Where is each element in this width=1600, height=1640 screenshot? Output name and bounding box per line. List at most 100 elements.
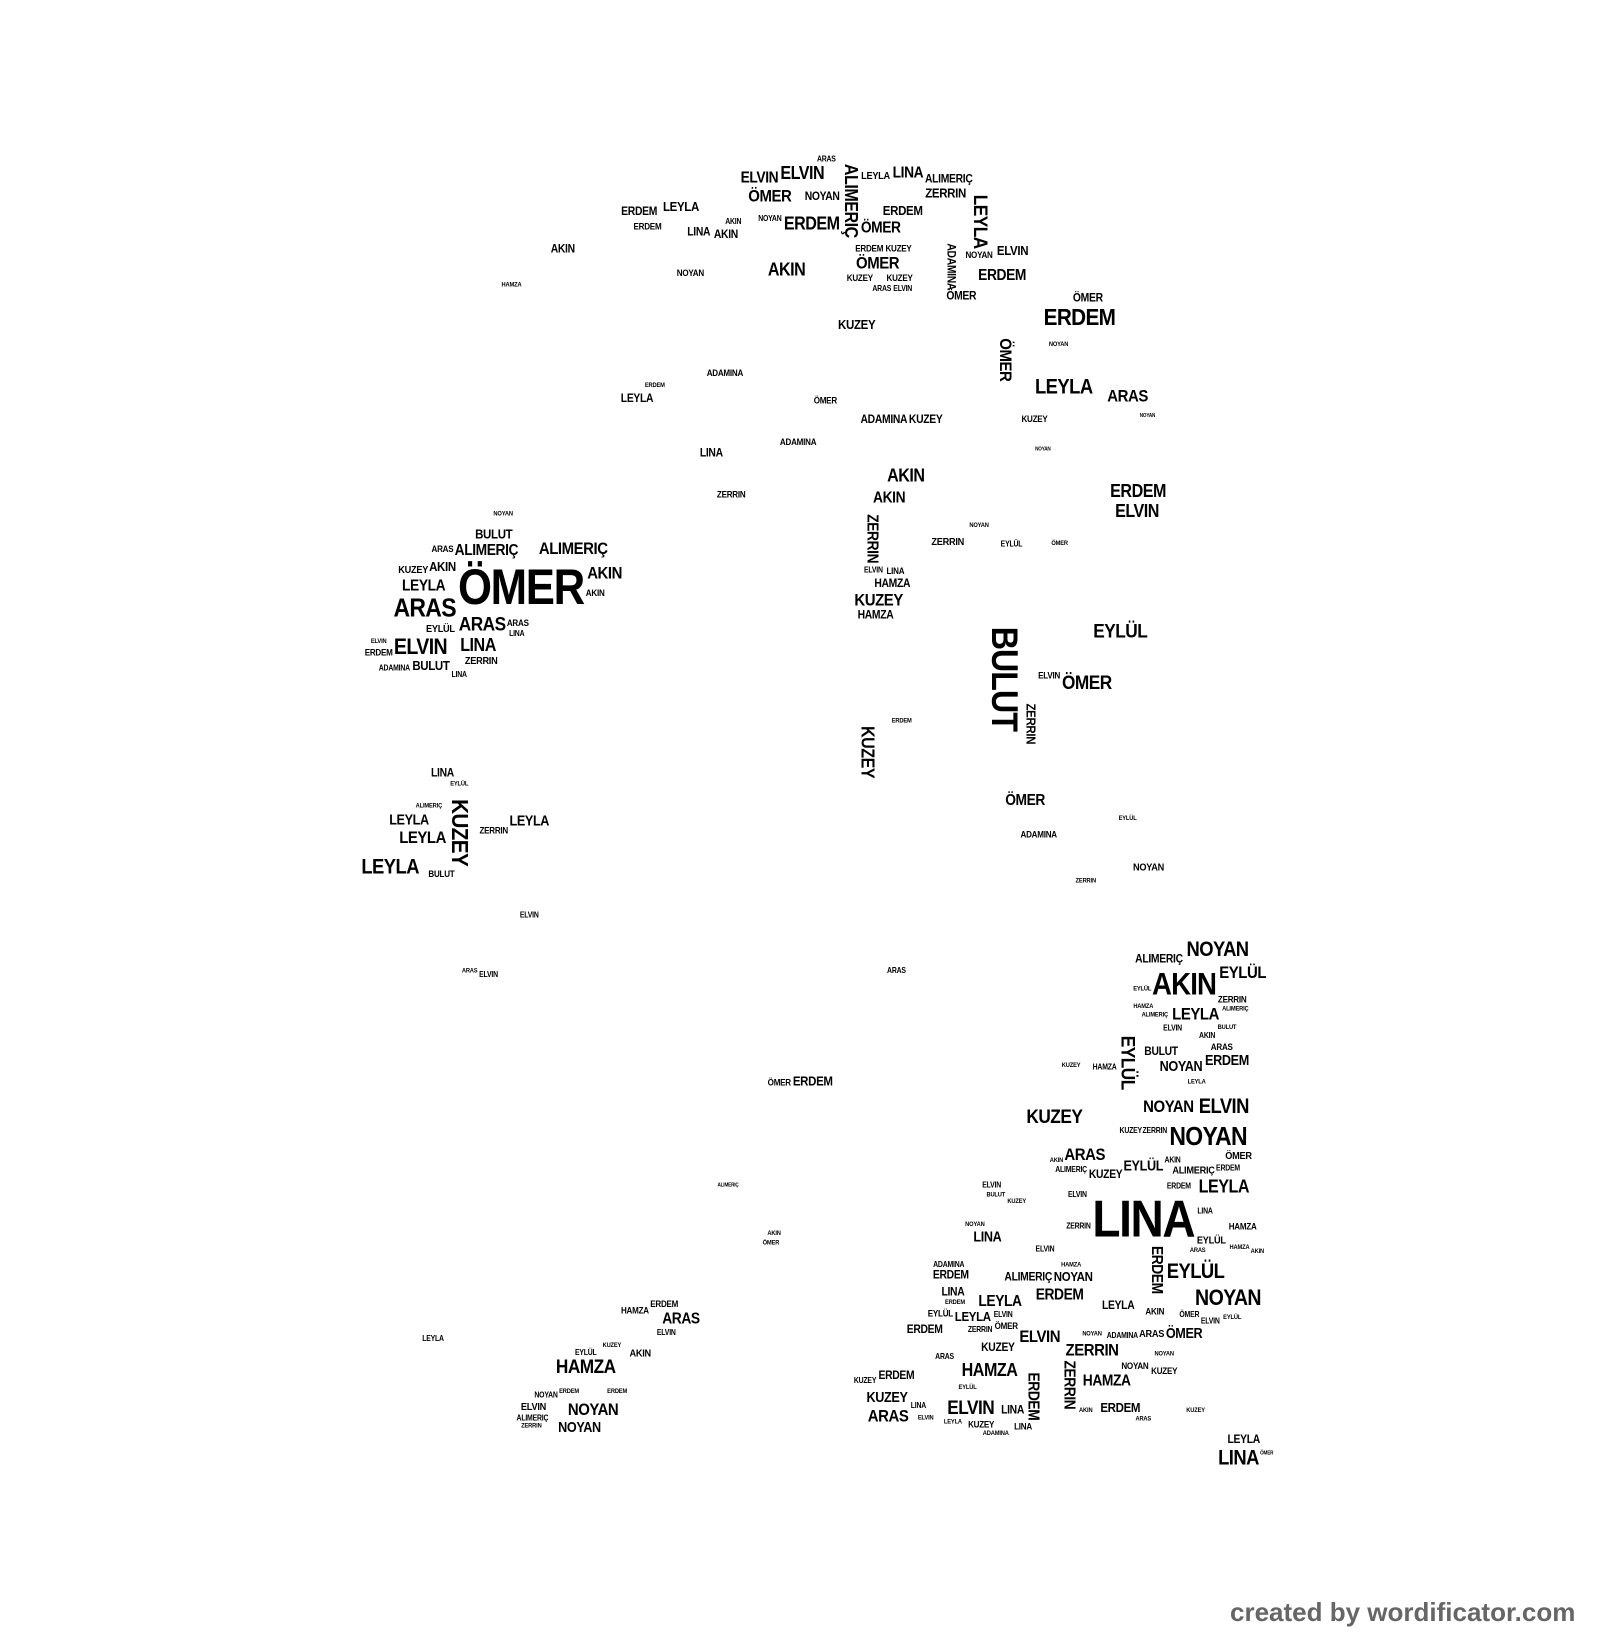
cloud-word: LEYLA: [1227, 1433, 1260, 1447]
cloud-word: HAMZA: [874, 577, 911, 591]
cloud-word: NOYAN: [534, 1390, 558, 1400]
cloud-word: NOYAN: [1159, 1058, 1203, 1075]
cloud-word: BULUT: [475, 526, 513, 542]
cloud-word: ERDEM: [932, 1269, 969, 1282]
cloud-word: LINA: [699, 447, 723, 460]
cloud-word: ZERRIN: [1023, 703, 1038, 745]
cloud-word: AKIN: [873, 489, 906, 507]
cloud-word: ZERRIN: [1065, 1340, 1119, 1360]
cloud-word: LEYLA: [361, 855, 419, 879]
cloud-word: LEYLA: [1034, 375, 1093, 399]
cloud-word: KUZEY: [1021, 413, 1048, 425]
cloud-word: LEYLA: [399, 828, 447, 847]
cloud-word: EYLÜL: [1218, 963, 1266, 982]
cloud-word: ELVIN: [1163, 1023, 1182, 1033]
cloud-word: ÖMER: [995, 1320, 1019, 1332]
cloud-word: LEYLA: [402, 576, 446, 595]
cloud-word: NOYAN: [965, 249, 994, 260]
cloud-word: HAMZA: [501, 281, 522, 289]
cloud-word: ERDEM: [558, 1388, 579, 1396]
cloud-word: AKIN: [1199, 1030, 1216, 1040]
cloud-word: ÖMER: [995, 338, 1015, 382]
cloud-word: ÖMER: [1005, 791, 1045, 810]
cloud-word: AKIN: [586, 563, 622, 583]
cloud-word: ELVIN: [740, 168, 779, 187]
cloud-word: ERDEM: [1166, 1181, 1191, 1191]
cloud-word: EYLÜL: [1223, 1313, 1242, 1321]
cloud-word: NOYAN: [1169, 1121, 1247, 1152]
cloud-word: ERDEM: [607, 1387, 628, 1396]
cloud-word: ADAMINA: [779, 436, 817, 448]
cloud-word: AKIN: [585, 587, 605, 599]
cloud-word: ERDEM: [783, 212, 840, 234]
cloud-word: ERDEM: [1147, 1245, 1166, 1294]
cloud-word: ERDEM: [644, 381, 665, 389]
cloud-word: ERDEM: [364, 646, 393, 658]
cloud-word: ELVIN: [656, 1327, 676, 1337]
cloud-word: LEYLA: [509, 812, 550, 829]
cloud-word: LINA: [508, 628, 525, 639]
cloud-word: LEYLA: [1187, 1078, 1206, 1086]
cloud-word: KUZEY: [1186, 1406, 1205, 1415]
cloud-word: ELVIN: [1115, 500, 1159, 522]
cloud-word: ÖMER: [457, 559, 585, 616]
cloud-word: ARAS: [1139, 1328, 1165, 1340]
cloud-word: NOYAN: [1082, 1330, 1102, 1338]
cloud-word: NOYAN: [965, 1220, 985, 1228]
cloud-word: AKIN: [1250, 1247, 1265, 1256]
cloud-word: ELVIN: [864, 564, 883, 575]
cloud-word: LEYLA: [978, 1292, 1022, 1311]
cloud-word: HAMZA: [1228, 1221, 1257, 1232]
cloud-word: ÖMER: [813, 394, 837, 406]
cloud-word: KUZEY: [886, 272, 913, 284]
cloud-word: LINA: [459, 634, 496, 656]
cloud-word: EYLÜL: [575, 1347, 597, 1357]
cloud-word: LEYLA: [861, 170, 890, 183]
cloud-word: ARAS: [458, 612, 506, 635]
cloud-word: ÖMER: [1165, 1325, 1203, 1342]
cloud-word: EYLÜL: [1000, 538, 1023, 549]
cloud-word: HAMZA: [555, 1355, 616, 1378]
cloud-word: ERDEM: [944, 1298, 965, 1307]
cloud-word: NOYAN: [1121, 1360, 1149, 1371]
cloud-word: AKIN: [1079, 1406, 1093, 1415]
cloud-word: KUZEY: [908, 413, 943, 427]
cloud-word: ÖMER: [1051, 539, 1068, 547]
cloud-word: ERDEM: [878, 1369, 915, 1383]
cloud-word: KUZEY: [866, 1389, 908, 1405]
cloud-word: HAMZA: [1061, 1261, 1082, 1269]
cloud-word: KUZEY: [1061, 1061, 1081, 1069]
cloud-word: ARAS: [462, 967, 478, 975]
cloud-word: BULUT: [412, 658, 450, 674]
cloud-word: NOYAN: [567, 1400, 619, 1420]
cloud-word: ARAS: [887, 965, 906, 976]
cloud-word: KUZEY: [398, 564, 429, 577]
cloud-word: NOYAN: [969, 521, 989, 530]
cloud-word: HAMZA: [961, 1359, 1018, 1380]
cloud-word: LINA: [430, 767, 454, 780]
cloud-word: ERDEM: [882, 203, 923, 219]
cloud-word: LINA: [911, 1400, 927, 1411]
cloud-word: ADAMINA: [1107, 1330, 1139, 1341]
cloud-word: ELVIN: [993, 1309, 1013, 1320]
cloud-word: ARAS: [867, 1406, 909, 1426]
cloud-word: NOYAN: [493, 510, 513, 518]
cloud-word: NOYAN: [1132, 861, 1165, 874]
cloud-word: ALIMERIÇ: [538, 539, 608, 559]
cloud-word: ALIMERIÇ: [1141, 1011, 1169, 1019]
cloud-word: ZERRIN: [1060, 1360, 1078, 1409]
cloud-word: ERDEM: [1043, 304, 1116, 331]
cloud-word: EYLÜL: [1117, 1035, 1140, 1090]
cloud-word: LINA: [451, 669, 467, 680]
cloud-word: ARAS: [662, 1310, 700, 1328]
cloud-word: ALIMERIÇ: [1055, 1164, 1087, 1174]
cloud-word: ELVIN: [1019, 1327, 1061, 1347]
cloud-word: ARAS: [1135, 1415, 1151, 1423]
cloud-word: ÖMER: [748, 187, 792, 206]
cloud-word: KUZEY: [602, 1341, 622, 1350]
cloud-word: ARAS: [506, 617, 529, 628]
cloud-word: HAMZA: [1133, 1002, 1154, 1011]
cloud-word: LINA: [973, 1229, 1002, 1245]
cloud-word: ALIMERIÇ: [1135, 953, 1184, 967]
cloud-word: NOYAN: [1143, 1097, 1194, 1116]
